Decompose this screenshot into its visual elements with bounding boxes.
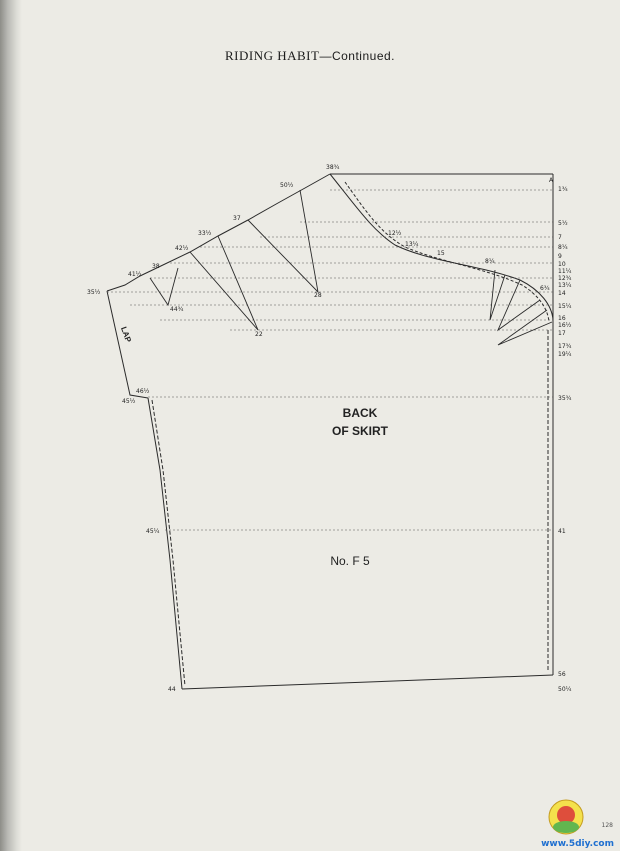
outline-bottom: [181, 674, 554, 690]
svg-text:50¼: 50¼: [558, 686, 572, 693]
svg-text:35¾: 35¾: [558, 395, 572, 402]
svg-text:16½: 16½: [558, 322, 572, 329]
pattern-name-line1: BACK: [342, 406, 378, 420]
svg-text:17: 17: [558, 330, 566, 337]
left-inner-line: [151, 399, 186, 687]
svg-text:13¼: 13¼: [405, 241, 419, 248]
svg-text:8¼: 8¼: [485, 258, 495, 265]
svg-text:13¼: 13¼: [558, 282, 572, 289]
svg-text:37: 37: [233, 215, 241, 222]
svg-text:6¾: 6¾: [540, 285, 550, 292]
svg-text:41½: 41½: [128, 271, 142, 278]
pattern-name-line2: OF SKIRT: [332, 424, 388, 438]
pattern-number: No. F 5: [330, 554, 370, 568]
outline-left-lower: [147, 397, 183, 690]
title-main: RIDING HABIT: [224, 48, 320, 63]
svg-text:38: 38: [152, 263, 160, 270]
svg-text:50½: 50½: [280, 182, 294, 189]
svg-text:10: 10: [558, 261, 566, 268]
svg-text:1¾: 1¾: [558, 186, 568, 193]
svg-text:22: 22: [255, 331, 263, 338]
svg-text:44: 44: [168, 686, 176, 693]
svg-text:42½: 42½: [175, 245, 189, 252]
svg-text:19¼: 19¼: [558, 351, 572, 358]
svg-text:7: 7: [558, 234, 562, 241]
svg-text:16: 16: [558, 315, 566, 322]
svg-text:5½: 5½: [558, 220, 568, 227]
svg-text:44¾: 44¾: [170, 306, 184, 313]
svg-text:41: 41: [558, 528, 566, 535]
outline-left-upper: [106, 290, 149, 399]
outline-top-left: [106, 173, 331, 292]
svg-text:8¼: 8¼: [558, 244, 568, 251]
svg-text:17¾: 17¾: [558, 343, 572, 350]
inner-curve: [344, 181, 550, 323]
page-title: RIDING HABIT—Continued.: [0, 48, 620, 64]
svg-text:12½: 12½: [388, 230, 402, 237]
svg-text:9: 9: [558, 253, 562, 260]
svg-text:35½: 35½: [87, 289, 101, 296]
title-rest: —Continued.: [319, 49, 395, 63]
svg-text:56: 56: [558, 671, 566, 678]
svg-text:15: 15: [437, 250, 445, 257]
watermark-logo-icon: [548, 799, 584, 835]
svg-text:45¼: 45¼: [146, 528, 160, 535]
svg-text:33½: 33½: [198, 230, 212, 237]
pattern-name: BACK OF SKIRT: [300, 404, 420, 440]
svg-text:38¾: 38¾: [326, 164, 340, 171]
page-number: 128: [601, 822, 613, 829]
svg-text:14: 14: [558, 290, 566, 297]
svg-text:15¼: 15¼: [558, 303, 572, 310]
svg-text:11¼: 11¼: [558, 268, 572, 275]
svg-text:12¾: 12¾: [558, 275, 572, 282]
svg-text:A: A: [549, 177, 554, 184]
svg-text:46½: 46½: [136, 388, 150, 395]
svg-text:28: 28: [314, 292, 322, 299]
watermark-url: www.5diy.com: [541, 839, 614, 849]
svg-text:45½: 45½: [122, 398, 136, 405]
book-spine-shadow: [0, 0, 22, 851]
